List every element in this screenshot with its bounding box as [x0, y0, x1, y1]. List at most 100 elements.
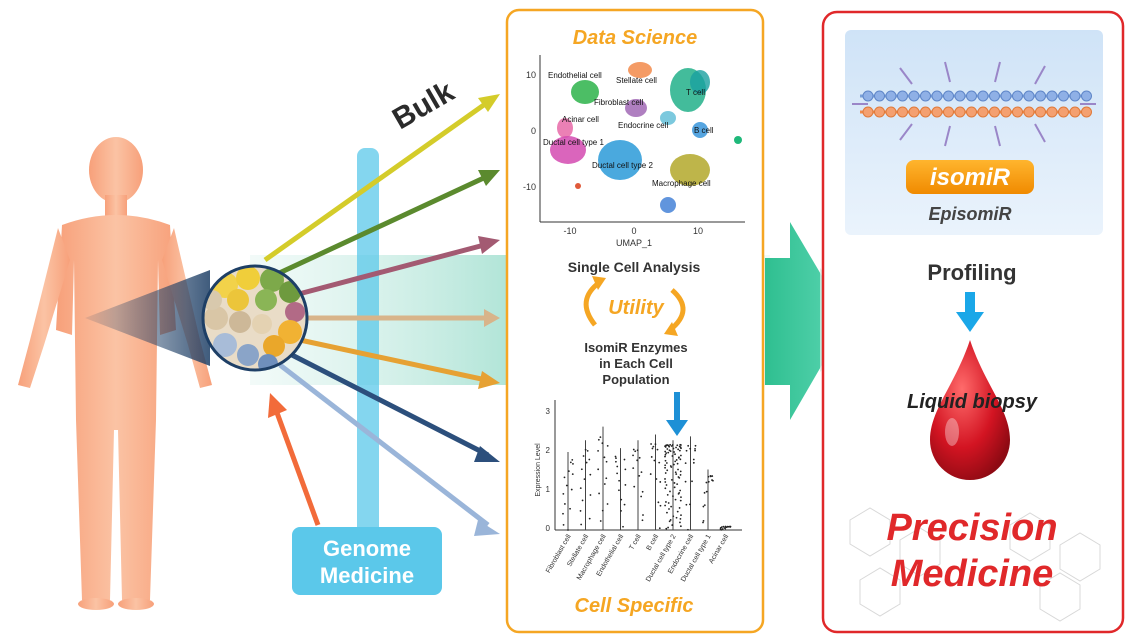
- rna-nucleotide: [966, 106, 977, 118]
- violin-point: [671, 524, 674, 526]
- violin-point: [722, 525, 725, 528]
- violin-point: [679, 499, 682, 502]
- violin-point: [679, 489, 682, 492]
- rna-nucleotide: [897, 90, 908, 102]
- violin-point: [584, 448, 587, 451]
- violin-point: [615, 457, 617, 460]
- rna-nucleotide: [954, 106, 966, 118]
- violin-point: [586, 450, 589, 452]
- violin-point: [580, 523, 583, 526]
- umap-plot: 10 0 -10 -10 0 10 UMAP_1 Endothelial cel…: [523, 55, 745, 248]
- umap-labels: Endothelial cell Stellate cell T cell Fi…: [543, 71, 714, 188]
- violin-point: [666, 469, 669, 472]
- violin-point: [603, 456, 606, 459]
- violin-point: [620, 498, 623, 501]
- violin-point: [711, 479, 713, 481]
- violin-point: [562, 523, 565, 526]
- violin-point: [636, 459, 639, 462]
- rna-nucleotide: [1035, 90, 1046, 102]
- violin-point: [707, 480, 710, 483]
- violin-point: [565, 484, 568, 487]
- violin-point: [657, 501, 660, 504]
- highlight-down-arrow: [666, 392, 688, 436]
- violin-point: [667, 526, 670, 529]
- violin-point: [567, 470, 570, 473]
- rna-nucleotide: [966, 90, 977, 102]
- enzymes-line3: Population: [602, 372, 669, 387]
- violin-point: [678, 456, 680, 459]
- violin-point: [583, 478, 586, 481]
- umap-xtick: 0: [631, 226, 636, 236]
- violin-point: [664, 472, 667, 474]
- umap-label: B cell: [694, 126, 714, 135]
- violin-point: [605, 460, 608, 463]
- rna-nucleotide: [908, 106, 920, 118]
- violin-point: [666, 493, 669, 496]
- violin-point: [667, 502, 670, 504]
- enzymes-line2: in Each Cell: [599, 356, 673, 371]
- rna-nucleotide: [1058, 90, 1069, 102]
- violin-point: [638, 475, 641, 477]
- violin-point: [668, 508, 670, 510]
- violin-point: [580, 468, 583, 471]
- rna-nucleotide: [920, 106, 931, 118]
- violin-point: [664, 455, 666, 458]
- violin-point: [676, 444, 679, 447]
- violin-point: [562, 512, 564, 515]
- episomir-label: EpisomiR: [928, 204, 1011, 224]
- violin-point: [601, 509, 604, 512]
- rna-nucleotide: [1023, 90, 1035, 102]
- cycle-arrowhead-right: [664, 322, 678, 336]
- violin-point: [671, 455, 674, 457]
- violin-point: [678, 476, 681, 479]
- violin-point: [624, 468, 627, 471]
- violin-point: [605, 477, 608, 480]
- violin-point: [664, 478, 666, 480]
- violin-point: [677, 448, 680, 451]
- violin-point: [672, 447, 675, 450]
- blood-drop-icon: [930, 340, 1010, 480]
- violin-point: [642, 514, 644, 516]
- rna-nucleotide: [1069, 106, 1081, 118]
- violin-point: [664, 487, 667, 490]
- violin-point: [711, 475, 714, 477]
- umap-label: Stellate cell: [616, 76, 657, 85]
- violin-point: [676, 510, 679, 513]
- violin-point: [597, 438, 600, 441]
- violin-ylabel: Expression Level: [535, 443, 542, 497]
- violin-point: [670, 478, 673, 481]
- violin-point: [685, 449, 688, 452]
- violin-point: [656, 448, 659, 451]
- violin-point: [703, 504, 706, 507]
- violin-point: [672, 495, 674, 498]
- violin-point: [579, 487, 582, 490]
- rna-nucleotide: [1046, 90, 1058, 102]
- rna-nucleotide: [1081, 90, 1092, 102]
- violin-point: [641, 490, 644, 493]
- violin-point: [670, 505, 673, 508]
- umap-label: T cell: [686, 88, 705, 97]
- violin-bars: [562, 426, 732, 531]
- violin-point: [692, 461, 695, 464]
- violin-point: [634, 450, 637, 453]
- violin-ytick: 3: [546, 407, 551, 416]
- violin-point: [664, 450, 667, 453]
- isomir-label: isomiR: [930, 164, 1011, 191]
- violin-point: [727, 525, 730, 528]
- rna-nucleotide: [885, 106, 897, 118]
- violin-point: [685, 503, 688, 506]
- violin-point: [675, 473, 678, 475]
- violin-point: [729, 526, 732, 528]
- violin-point: [570, 488, 573, 491]
- violin-point: [674, 471, 677, 474]
- violin-point: [678, 449, 681, 452]
- violin-point: [603, 483, 606, 485]
- profiling-down-arrow: [956, 292, 984, 332]
- violin-point: [679, 525, 682, 528]
- violin-point: [588, 458, 591, 461]
- violin-point: [588, 517, 591, 520]
- violin-point: [579, 510, 582, 512]
- violin-point: [563, 503, 566, 505]
- violin-point: [622, 525, 624, 528]
